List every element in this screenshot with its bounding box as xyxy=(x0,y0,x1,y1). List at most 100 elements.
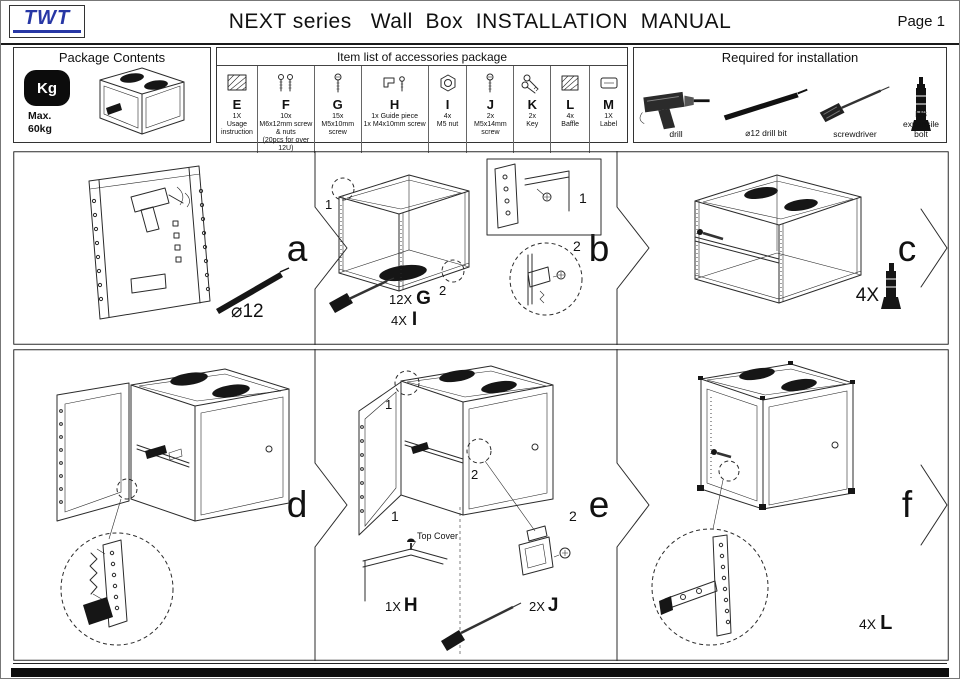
step-letter-b: b xyxy=(589,228,610,269)
accessory-desc: 1X Usage instruction xyxy=(217,113,257,137)
screwdriver-icon xyxy=(819,86,890,123)
step-letter-d: d xyxy=(287,484,308,525)
qty-l-item: L xyxy=(880,612,892,634)
screwdriver-icon xyxy=(329,277,395,313)
accessory-desc-line: Key xyxy=(526,121,539,129)
screws-nuts-icon xyxy=(273,68,299,98)
accessory-desc-line: M5x10mm screw xyxy=(321,121,355,137)
step-divider-arrow xyxy=(616,151,650,345)
accessory-letter: G xyxy=(332,97,343,112)
qty-j-item: J xyxy=(548,595,559,616)
step-letter-a: a xyxy=(287,228,308,269)
accessory-letter: K xyxy=(527,97,537,112)
plate-holes xyxy=(91,188,211,302)
open-door xyxy=(358,381,402,536)
label-icon xyxy=(597,68,621,98)
required-tools-row: drill ⌀12 drill bit s xyxy=(634,66,946,142)
accessory-letter: J xyxy=(486,97,495,112)
step-d-drawing xyxy=(56,368,290,646)
bit-diameter-label: ⌀12 xyxy=(231,301,264,322)
detail-2-label: 2 xyxy=(569,508,577,524)
accessory-qty: 1x Guide piece xyxy=(371,113,418,120)
accessory-item-I: I 4x M5 nut xyxy=(429,66,468,154)
drill-bit-icon xyxy=(216,267,290,314)
bolt-qty-label: 4X xyxy=(856,285,880,306)
accessory-letter: L xyxy=(566,97,575,112)
tool-label: M8 expansile bolt xyxy=(903,109,939,139)
accessory-qty: 15x xyxy=(332,113,344,120)
qty-h-count: 1X xyxy=(385,599,401,614)
step-letter-e: e xyxy=(589,484,610,525)
qty-j-count: 2X xyxy=(529,599,545,614)
keys-icon xyxy=(520,68,544,98)
accessory-desc-line: Usage instruction xyxy=(220,121,253,137)
step-c-drawing: 4X xyxy=(694,174,901,309)
twt-logo: TWT xyxy=(9,5,85,38)
step-divider-arrow xyxy=(314,349,348,661)
step-letter-f: f xyxy=(902,484,913,525)
tool-label: drill xyxy=(669,129,683,139)
screwdriver-icon xyxy=(441,602,522,651)
accessory-letter: E xyxy=(232,97,242,112)
tool-drill: drill xyxy=(634,66,718,142)
accessory-desc: 15x M5x10mm screw xyxy=(315,113,361,137)
accessory-desc: 1x Guide piece 1x M4x10mm screw xyxy=(364,113,426,129)
qty-g-item: G xyxy=(416,288,431,309)
required-tools-title: Required for installation xyxy=(721,50,859,65)
tool-expansile-bolt: M8 expansile bolt xyxy=(896,66,946,142)
package-contents-title: Package Contents xyxy=(58,50,166,65)
accessory-item-K: K 2x Key xyxy=(514,66,552,154)
callout-circle-2 xyxy=(441,259,465,283)
accessory-desc-line: 1x M4x10mm screw xyxy=(363,121,426,129)
open-door xyxy=(56,382,130,522)
accessory-qty: 1X xyxy=(232,113,242,120)
step-divider-arrow xyxy=(920,464,948,546)
accessory-desc: 4x M5 nut xyxy=(437,113,458,129)
accessory-desc-line: Baffle xyxy=(561,121,580,129)
tool-label: screwdriver xyxy=(833,129,877,139)
detail-1-label: 1 xyxy=(391,508,399,524)
peg-icon xyxy=(711,449,732,459)
drill-icon xyxy=(639,91,710,130)
qty-i-count: 4X xyxy=(391,313,407,328)
step-divider-arrow xyxy=(920,208,948,288)
rail-detail-circle xyxy=(651,528,769,646)
expansile-bolt-icon xyxy=(911,77,931,131)
step-a-drawing: ⌀12 xyxy=(88,165,290,322)
detail-box-1: 1 xyxy=(486,158,602,236)
accessory-letter: I xyxy=(445,97,450,112)
footer-rule xyxy=(13,663,947,664)
package-box-drawing xyxy=(99,67,185,135)
accessory-qty: 4x xyxy=(566,113,574,120)
qty-h-item: H xyxy=(404,595,418,616)
qty-i-item: I xyxy=(412,309,417,330)
detail-1-label: 1 xyxy=(579,190,587,206)
callout-1: 1 xyxy=(385,397,392,412)
accessory-desc: 1X Label xyxy=(600,113,617,129)
callout-1: 1 xyxy=(325,197,332,212)
callout-2: 2 xyxy=(439,283,446,298)
accessory-item-E: E 1X Usage instruction xyxy=(217,66,258,154)
steps-row-2: d e f xyxy=(13,349,949,661)
accessory-item-F: F 10x M6x12mm screw & nuts (20pcs for ov… xyxy=(258,66,315,154)
accessory-item-G: G 15x M5x10mm screw xyxy=(315,66,362,154)
info-row: Package Contents Kg Max. 60kg Item lis xyxy=(13,47,949,154)
callout-circle-2 xyxy=(466,438,492,464)
detail-circle-2: 2 xyxy=(509,238,583,316)
tool-drill-bit: ⌀12 drill bit xyxy=(718,66,814,142)
usage-instruction-icon xyxy=(225,68,249,98)
hand-drill-icon xyxy=(130,186,190,233)
accessory-letter: M xyxy=(603,97,614,112)
max-weight-label: Max. 60kg xyxy=(28,110,52,136)
detail-2-label: 2 xyxy=(573,238,581,254)
accessory-letter: H xyxy=(389,97,400,112)
page-number: Page 1 xyxy=(897,13,945,30)
zoom-source-circle xyxy=(116,478,138,500)
